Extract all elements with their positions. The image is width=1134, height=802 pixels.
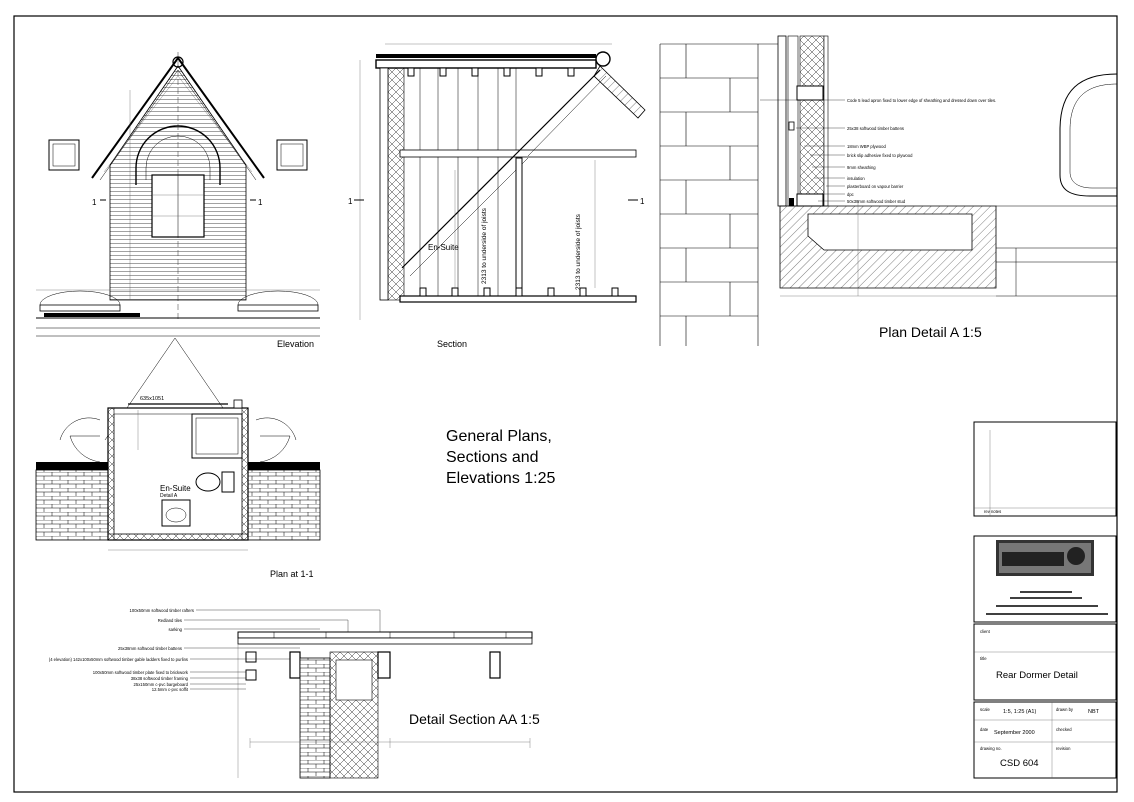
general-title-line-2: Sections and <box>446 449 539 466</box>
section-view: En-Suite 2313 to underside of joists 231… <box>348 43 646 349</box>
ds-note-6: 100x50mm softwood timber plate fixed to … <box>93 670 189 675</box>
svg-text:1: 1 <box>640 197 645 206</box>
elevation-label: Elevation <box>277 339 314 349</box>
sheet-border <box>13 15 1118 793</box>
svg-text:1: 1 <box>92 198 97 207</box>
pd-note-8: dpc <box>847 192 854 197</box>
pd-note-9: 50x38mm softwood timber stud <box>847 199 906 204</box>
ds-note-2: Redland tiles <box>158 618 182 623</box>
pd-note-4: brick slip adhesive fixed to plywood <box>847 153 913 158</box>
plan-detail-view: Code 5 lead apron fixed to lower edge of… <box>659 35 1118 346</box>
ds-note-1: 100x50mm softwood timber rafters <box>130 608 194 613</box>
tb-rev-header: rev notes <box>984 509 1001 514</box>
section-room-label: En-Suite <box>428 243 459 252</box>
tb-drawn-value: NBT <box>1088 709 1100 715</box>
ds-note-3: sarking <box>169 627 183 632</box>
section-dim-left: 2313 to underside of joists <box>481 207 488 284</box>
section-label: Section <box>437 339 467 349</box>
tb-client-label: client <box>980 629 991 634</box>
tb-drawing-no-label: drawing no. <box>980 746 1002 751</box>
tb-date-value: September 2000 <box>994 730 1035 736</box>
ds-note-4: 25x38mm softwood timber battens <box>118 646 182 651</box>
plan-window-size: 635x1051 <box>140 396 164 402</box>
detail-section-view: 100x50mm softwood timber rafters Redland… <box>49 608 540 779</box>
elevation-view: 1 1 Elevation <box>36 52 320 349</box>
tb-scale-label: scale <box>980 707 990 712</box>
general-title: General Plans, Sections and Elevations 1… <box>446 428 556 487</box>
plan-view: 635x1051 En-Suite Detail A Plan at 1-1 <box>35 337 321 579</box>
plan-room-label: En-Suite <box>160 484 191 493</box>
tb-drawn-label: drawn by <box>1056 707 1074 712</box>
tb-revision-label: revision <box>1056 746 1071 751</box>
plan-detail-label: Plan Detail A 1:5 <box>879 324 982 340</box>
pd-note-7: plasterboard on vapour barrier <box>847 184 904 189</box>
tb-drawing-title: Rear Dormer Detail <box>996 670 1078 681</box>
pd-note-2: 25x38 softwood timber battens <box>847 126 904 131</box>
plan-label: Plan at 1-1 <box>270 569 314 579</box>
tb-checked-label: checked <box>1056 727 1072 732</box>
plan-detail-ref: Detail A <box>160 493 178 499</box>
tb-title-label: title <box>980 656 987 661</box>
pd-note-1: Code 5 lead apron fixed to lower edge of… <box>847 98 996 103</box>
general-title-line-1: General Plans, <box>446 428 552 445</box>
tb-date-label: date <box>980 727 989 732</box>
section-dim-right: 2313 to underside of joists <box>575 213 582 290</box>
ds-note-7: 38x38 softwood timber framing <box>131 676 189 681</box>
ds-note-8: 25x150mm c-pvc bargeboard <box>134 682 189 687</box>
svg-text:1: 1 <box>258 198 263 207</box>
pd-note-6: insulation <box>847 176 865 181</box>
tb-drawing-no: CSD 604 <box>1000 758 1039 769</box>
pd-note-5: 9mm sheathing <box>847 165 876 170</box>
tb-scale-value: 1:5, 1:25 (A1) <box>1003 709 1036 715</box>
ds-note-9: 12.5mm c-pvc soffit <box>152 687 189 692</box>
detail-section-label: Detail Section AA 1:5 <box>409 711 540 727</box>
ds-note-5: (4 elevation) 142x100x50mm softwood timb… <box>49 657 188 662</box>
title-block: rev notes client title Rear Dormer Detai… <box>973 421 1117 779</box>
pd-note-3: 18mm WBP plywood <box>847 144 886 149</box>
general-title-line-3: Elevations 1:25 <box>446 470 556 487</box>
svg-text:1: 1 <box>348 197 353 206</box>
